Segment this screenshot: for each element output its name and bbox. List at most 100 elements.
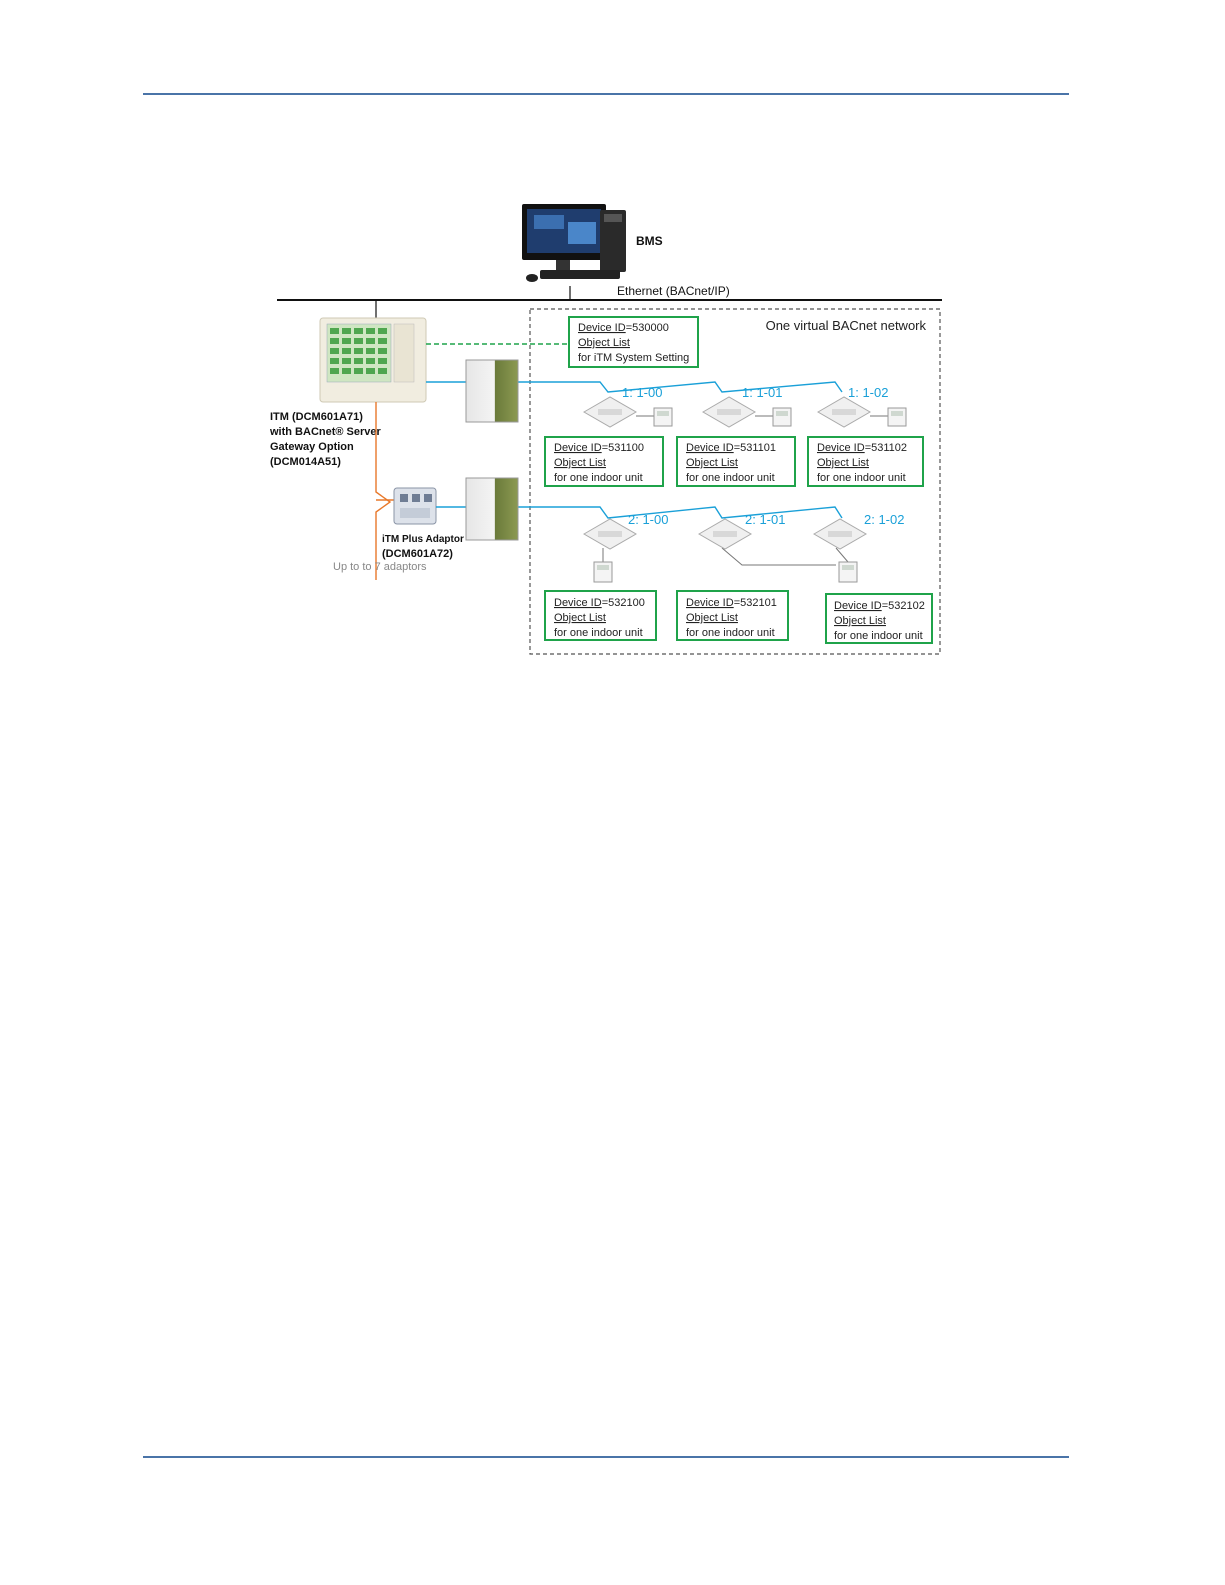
row1-address-1: 1: 1-00 (622, 385, 662, 400)
itm-screen-tile (378, 328, 387, 334)
device-box-531101: Device ID=531101 Object List for one ind… (677, 437, 795, 486)
itm-screen-tile (342, 358, 351, 364)
itm-screen-tile (330, 368, 339, 374)
itm-label-line2: with BACnet® Server (269, 426, 382, 438)
device-id-label: Device ID (686, 597, 734, 609)
itm-screen-tile (366, 358, 375, 364)
bms-label: BMS (636, 234, 663, 248)
row2-address-3: 2: 1-02 (864, 512, 904, 527)
device-purpose: for one indoor unit (686, 472, 775, 484)
device-id-label: Device ID (554, 597, 602, 609)
itm-screen-tile (378, 358, 387, 364)
itm-screen-tile (366, 328, 375, 334)
device-box-531100: Device ID=531100 Object List for one ind… (545, 437, 663, 486)
device-box-532102: Device ID=532102 Object List for one ind… (826, 594, 932, 643)
system-setting-device-box: Device ID=530000 Object List for iTM Sys… (569, 317, 698, 367)
itm-screen-tile (342, 368, 351, 374)
object-list-label: Object List (578, 337, 630, 349)
itm-screen-tile (366, 348, 375, 354)
itm-screen-tile (342, 338, 351, 344)
itm-plus-adaptor-icon (394, 488, 436, 524)
indoor-unit-2-2-icon (699, 519, 751, 549)
device-id-value: =532102 (882, 600, 925, 612)
itm-screen-tile (354, 368, 363, 374)
object-list-label: Object List (834, 615, 886, 627)
device-purpose: for one indoor unit (686, 627, 775, 639)
itm-screen-tile (330, 358, 339, 364)
itm-screen-tile (378, 338, 387, 344)
indoor-unit-1-3-icon (818, 397, 870, 427)
outdoor-unit-2-icon (466, 478, 518, 540)
device-purpose: for one indoor unit (554, 472, 643, 484)
device-id-label: Device ID (686, 442, 734, 454)
svg-text:Device ID=532101: Device ID=532101 (686, 597, 777, 609)
object-list-label: Object List (686, 457, 738, 469)
itm-screen-tile (330, 348, 339, 354)
device-id-value: =531102 (865, 442, 907, 454)
device-id-label: Device ID (834, 600, 882, 612)
itm-screen-tile (342, 348, 351, 354)
device-box-531102: Device ID=531102 Object List for one ind… (808, 437, 923, 486)
svg-text:Device ID=532102: Device ID=532102 (834, 600, 925, 612)
indoor-unit-2-3-icon (814, 519, 866, 549)
device-id-value: =532101 (734, 597, 777, 609)
device-purpose: for one indoor unit (817, 472, 906, 484)
itm-screen-tile (366, 338, 375, 344)
device-id-value: =530000 (626, 322, 669, 334)
virtual-network-label: One virtual BACnet network (766, 318, 927, 333)
svg-text:Device ID=531100: Device ID=531100 (554, 442, 644, 454)
object-list-label: Object List (554, 612, 606, 624)
svg-text:Device ID=531101: Device ID=531101 (686, 442, 776, 454)
bms-computer-icon (522, 204, 626, 282)
remote-2-3-icon (839, 562, 857, 582)
device-box-532100: Device ID=532100 Object List for one ind… (545, 591, 656, 640)
svg-text:Device ID=531102: Device ID=531102 (817, 442, 907, 454)
itm-screen-tile (354, 358, 363, 364)
itm-screen-tile (354, 338, 363, 344)
remote-1-1-icon (636, 408, 672, 426)
device-box-532101: Device ID=532101 Object List for one ind… (677, 591, 788, 640)
itm-screen-tile (354, 348, 363, 354)
device-id-label: Device ID (817, 442, 865, 454)
itm-screen-tile (366, 368, 375, 374)
indoor-unit-1-1-icon (584, 397, 636, 427)
device-id-value: =531101 (734, 442, 776, 454)
row2-address-2: 2: 1-01 (745, 512, 785, 527)
adaptor-note: Up to to 7 adaptors (333, 561, 427, 573)
remote-2-1-icon (594, 562, 612, 582)
remote-1-3-icon (870, 408, 906, 426)
itm-screen-tile (378, 368, 387, 374)
device-id-label: Device ID (554, 442, 602, 454)
itm-label-line4: (DCM014A51) (270, 456, 341, 468)
row1-dii-net-line (518, 382, 842, 392)
itm-label-line1: ITM (DCM601A71) (270, 411, 363, 423)
object-list-label: Object List (686, 612, 738, 624)
itm-screen-tile (330, 328, 339, 334)
row2-address-1: 2: 1-00 (628, 512, 668, 527)
svg-text:Device ID=532100: Device ID=532100 (554, 597, 645, 609)
device-id-value: =531100 (602, 442, 644, 454)
row2-dii-net-line (518, 507, 842, 518)
object-list-label: Object List (554, 457, 606, 469)
svg-text:Device ID=530000: Device ID=530000 (578, 322, 669, 334)
itm-screen-tile (354, 328, 363, 334)
indoor-unit-1-2-icon (703, 397, 755, 427)
adaptor-label-line2: (DCM601A72) (382, 548, 453, 560)
device-id-value: =532100 (602, 597, 645, 609)
device-id-label: Device ID (578, 322, 626, 334)
ethernet-label: Ethernet (BACnet/IP) (617, 284, 730, 298)
object-list-label: Object List (817, 457, 869, 469)
itm-screen-tile (342, 328, 351, 334)
device-purpose: for iTM System Setting (578, 352, 689, 364)
itm-screen-tile (378, 348, 387, 354)
remote-1-2-icon (755, 408, 791, 426)
itm-screen-tile (330, 338, 339, 344)
outdoor-unit-1-icon (466, 360, 518, 422)
adaptor-label-line1: iTM Plus Adaptor (382, 534, 464, 545)
row1-address-2: 1: 1-01 (742, 385, 782, 400)
device-purpose: for one indoor unit (834, 630, 923, 642)
itm-label-line3: Gateway Option (270, 441, 354, 453)
row1-address-3: 1: 1-02 (848, 385, 888, 400)
device-purpose: for one indoor unit (554, 627, 643, 639)
